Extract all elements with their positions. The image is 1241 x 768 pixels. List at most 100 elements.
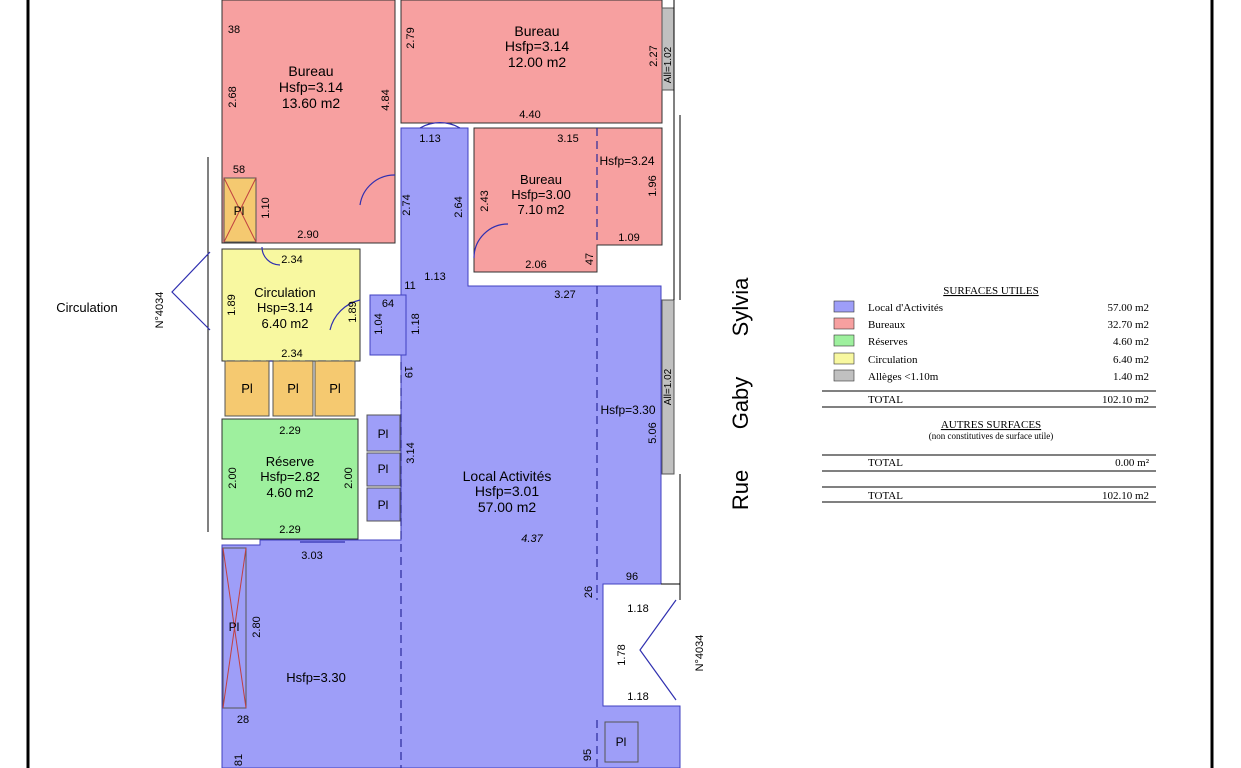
legend-total-value: 102.10 m2	[1102, 394, 1149, 406]
dim-264: 2.64	[453, 196, 465, 217]
dim-506: 5.06	[647, 422, 659, 443]
dim-196: 1.96	[647, 175, 659, 196]
dim-118b: 1.18	[627, 603, 648, 615]
bureau3-name: Bureau	[520, 172, 562, 187]
local-name: Local Activités	[463, 468, 552, 484]
dim-290: 2.90	[297, 229, 318, 241]
bureau3-height: Hsfp=3.00	[511, 187, 571, 202]
dimensions-horizontal: 38 58 2.90 4.40 1.13 3.15 1.09 2.06 1.13…	[228, 24, 649, 726]
walls	[207, 0, 681, 600]
legend-value-circulation: 6.40 m2	[1113, 354, 1149, 366]
dim-95: 95	[582, 749, 594, 761]
bureau2-name: Bureau	[514, 23, 559, 39]
pl-closets	[222, 177, 639, 763]
dim-96: 96	[626, 571, 638, 583]
dim-274: 2.74	[401, 194, 413, 215]
bureau3-area: 7.10 m2	[518, 202, 565, 217]
other-subtitle: (non constitutives de surface utile)	[929, 431, 1053, 441]
room-bureau-3	[473, 127, 663, 273]
local-height: Hsfp=3.01	[475, 483, 539, 499]
grand-total-value: 102.10 m2	[1102, 490, 1149, 502]
dim-200a: 2.00	[227, 467, 239, 488]
door-code-left: N°4034	[154, 292, 166, 329]
dim-303: 3.03	[301, 550, 322, 562]
pl-label: Pl	[378, 427, 389, 441]
pl-label: Pl	[287, 381, 299, 396]
room-reserve	[221, 418, 359, 540]
dim-315: 3.15	[557, 133, 578, 145]
reserve-height: Hsfp=2.82	[260, 469, 320, 484]
circulation-name: Circulation	[254, 285, 315, 300]
street-word-sylvia: Sylvia	[728, 277, 753, 336]
dim-113a: 1.13	[419, 133, 440, 145]
door-swings	[171, 122, 677, 701]
legend-value-alleges: 1.40 m2	[1113, 371, 1149, 383]
local-height-3: Hsfp=3.30	[286, 670, 346, 685]
allege-middle	[661, 299, 675, 475]
bureau1-area: 13.60 m2	[282, 95, 341, 111]
dim-206: 2.06	[525, 259, 546, 271]
dim-440: 4.40	[519, 109, 540, 121]
dim-437: 4.37	[521, 533, 543, 545]
pl-label: Pl	[241, 381, 253, 396]
dim-484: 4.84	[380, 89, 392, 110]
allege-label-top: All=1.02	[663, 46, 674, 83]
bureau1-name: Bureau	[288, 63, 333, 79]
room-bureau-2	[400, 0, 663, 124]
dim-189b: 1.89	[347, 301, 359, 322]
legend-label-reserves: Réserves	[868, 336, 908, 348]
surfaces-table: SURFACES UTILES Local d'Activités 57.00 …	[822, 285, 1156, 503]
bureau1-height: Hsfp=3.14	[279, 79, 343, 95]
dim-243: 2.43	[479, 190, 491, 211]
room-circulation	[221, 248, 361, 362]
outside-circulation-label: Circulation	[56, 300, 117, 315]
other-total-value: 0.00 m²	[1115, 457, 1150, 469]
dim-268: 2.68	[227, 86, 239, 107]
legend-swatch-alleges	[833, 369, 855, 382]
pl-label: Pl	[229, 620, 240, 634]
dim-118a: 1.18	[410, 313, 422, 334]
legend-value-local: 57.00 m2	[1107, 302, 1149, 314]
local-height-2: Hsfp=3.30	[600, 403, 655, 417]
circulation-area: 6.40 m2	[262, 316, 309, 331]
dim-28: 28	[237, 714, 249, 726]
legend-title: SURFACES UTILES	[943, 285, 1038, 297]
legend-label-bureaux: Bureaux	[868, 319, 906, 331]
street-word-rue: Rue	[728, 470, 753, 510]
dim-38: 38	[228, 24, 240, 36]
dim-234b: 2.34	[281, 348, 302, 360]
legend-swatch-circulation	[833, 352, 855, 365]
dim-19: 19	[402, 366, 414, 378]
dim-81: 81	[233, 754, 245, 766]
street-word-gaby: Gaby	[728, 377, 753, 430]
dim-229a: 2.29	[279, 425, 300, 437]
legend-value-bureaux: 32.70 m2	[1107, 319, 1149, 331]
legend-label-circulation: Circulation	[868, 354, 918, 366]
dim-229b: 2.29	[279, 524, 300, 536]
legend-label-local: Local d'Activités	[868, 302, 943, 314]
dim-26: 26	[583, 586, 595, 598]
other-total-label: TOTAL	[868, 457, 903, 469]
bureau3-height-2: Hsfp=3.24	[599, 154, 654, 168]
other-title: AUTRES SURFACES	[941, 419, 1041, 431]
circulation-height: Hsp=3.14	[257, 300, 313, 315]
legend-value-reserves: 4.60 m2	[1113, 336, 1149, 348]
dim-113b: 1.13	[424, 271, 445, 283]
legend-label-alleges: Allèges <1.10m	[868, 371, 939, 383]
pl-label: Pl	[329, 381, 341, 396]
dim-109: 1.09	[618, 232, 639, 244]
dim-327: 3.27	[554, 289, 575, 301]
dim-227: 2.27	[648, 45, 660, 66]
local-area: 57.00 m2	[478, 499, 537, 515]
page-border	[26, 0, 1214, 768]
legend-swatch-bureaux	[833, 317, 855, 330]
dim-11: 11	[404, 280, 415, 292]
legend-swatch-reserves	[833, 334, 855, 347]
dim-234a: 2.34	[281, 254, 302, 266]
legend-total-label: TOTAL	[868, 394, 903, 406]
pl-label: Pl	[616, 735, 627, 749]
dim-58: 58	[233, 164, 245, 176]
legend-swatch-local	[833, 300, 855, 313]
reserve-area: 4.60 m2	[267, 485, 314, 500]
pl-label: Pl	[378, 498, 389, 512]
